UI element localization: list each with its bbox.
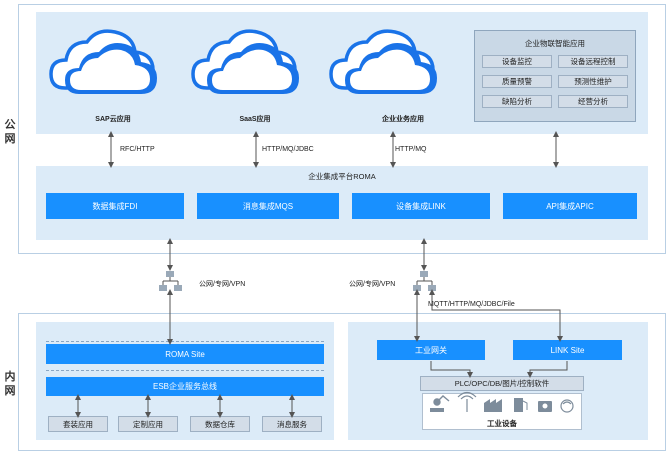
esb-bus-bar: ESB企业服务总线: [46, 377, 324, 396]
module-message-integration: 消息集成MQS: [197, 193, 339, 219]
internal-network-label: 内网: [4, 371, 16, 397]
signal-tower-icon: [457, 391, 477, 412]
connector-gateway-plc: [430, 361, 473, 378]
roma-site-dash-bottom: [46, 370, 324, 371]
protocol-sap: RFC/HTTP: [120, 146, 155, 153]
link-site: LINK Site: [513, 340, 622, 360]
iot-app-title: 企业物联智能应用: [525, 39, 585, 48]
machine-icon: [538, 401, 552, 412]
business-cloud-label: 企业业务应用: [382, 116, 424, 123]
roma-platform-title: 企业集成平台ROMA: [308, 172, 376, 181]
iot-item-device-monitor: 设备监控: [482, 55, 552, 68]
saas-cloud-label: SaaS应用: [239, 116, 271, 123]
industrial-gateway: 工业网关: [377, 340, 485, 360]
plc-opc-bar: PLC/OPC/DB/图片/控制软件: [420, 376, 584, 391]
module-device-integration: 设备集成LINK: [352, 193, 490, 219]
roma-site-bar: ROMA Site: [46, 344, 324, 364]
network-switch-left-icon: [159, 271, 182, 291]
iot-item-predictive-maintenance: 预测性维护: [558, 75, 628, 88]
sensor-icon: [560, 399, 574, 413]
iot-item-business-analysis: 经营分析: [558, 95, 628, 108]
public-network-zone: [18, 4, 666, 254]
network-left-label: 公网/专网/VPN: [199, 281, 246, 288]
network-right-label: 公网/专网/VPN: [349, 281, 396, 288]
sap-cloud-label: SAP云应用: [95, 116, 131, 123]
roma-site-dash-top: [46, 341, 324, 342]
robot-arm-icon: [430, 395, 450, 412]
module-data-integration: 数据集成FDI: [46, 193, 184, 219]
iot-item-remote-control: 设备远程控制: [558, 55, 628, 68]
arrow-mqtt-link-site: [429, 289, 563, 342]
industrial-device-label: 工业设备: [487, 419, 517, 428]
factory-icon: [484, 399, 502, 412]
public-network-label: 公网: [4, 119, 16, 145]
protocol-business: HTTP/MQ: [395, 146, 427, 153]
iot-item-quality-alert: 质量预警: [482, 75, 552, 88]
protocol-saas: HTTP/MQ/JDBC: [262, 146, 314, 153]
connector-link-plc: [527, 361, 568, 378]
module-api-integration: API集成APIC: [503, 193, 637, 219]
iot-item-defect-analysis: 缺陷分析: [482, 95, 552, 108]
internal-network-zone: [18, 313, 666, 451]
fuel-pump-icon: [514, 398, 528, 412]
network-switch-right-icon: [413, 271, 436, 291]
